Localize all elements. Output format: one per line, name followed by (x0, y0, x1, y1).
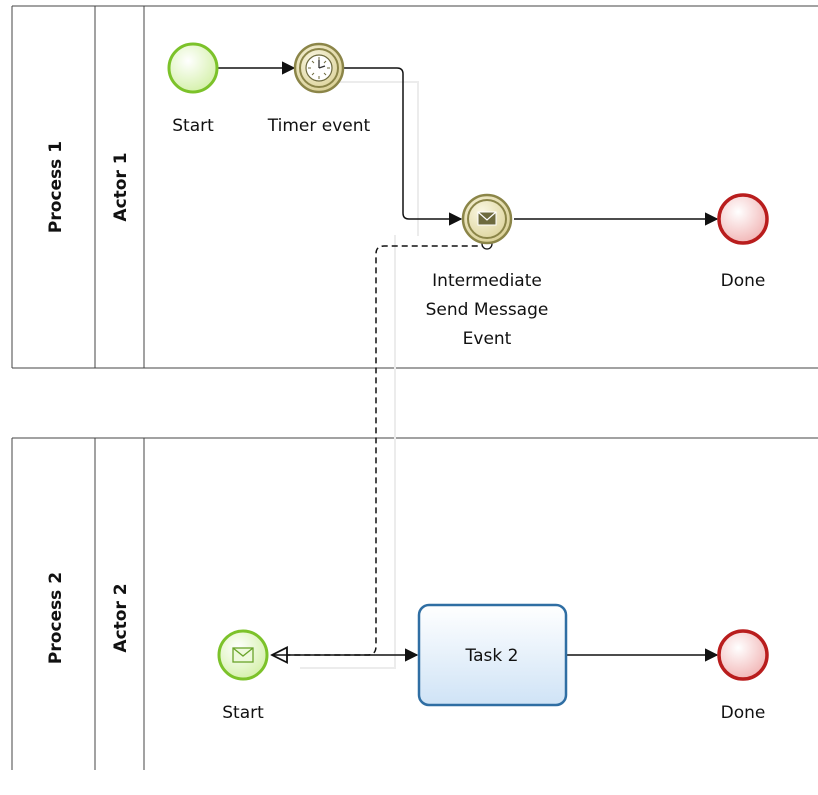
intermediate-send-message-event[interactable] (461, 193, 513, 245)
connector-shadow (300, 235, 396, 669)
label-start-process-1: Start (172, 116, 214, 136)
connector-shadow (330, 81, 419, 236)
envelope-icon (477, 211, 497, 226)
label-done-process-2: Done (721, 703, 766, 723)
label-send-message-line-3: Event (463, 329, 512, 349)
timer-event[interactable] (293, 42, 345, 94)
label-start-process-2: Start (222, 703, 264, 723)
lane-label-actor-1: Actor 1 (111, 152, 131, 221)
label-send-message-line-1: Intermediate (432, 271, 542, 291)
clock-icon (305, 54, 333, 82)
pool-process-2[interactable]: Process 2 Actor 2 (11, 437, 818, 770)
task-2[interactable]: Task 2 (417, 603, 568, 707)
pool-label-process-1: Process 1 (46, 141, 66, 233)
pool-label-process-2: Process 2 (46, 572, 66, 664)
label-timer-event: Timer event (267, 116, 371, 136)
end-event-process-2[interactable] (717, 629, 769, 681)
lane-label-actor-2: Actor 2 (111, 583, 131, 652)
label-done-process-1: Done (721, 271, 766, 291)
task-2-label: Task 2 (465, 646, 519, 666)
envelope-icon (232, 647, 254, 663)
end-event-process-1[interactable] (717, 193, 769, 245)
message-start-event[interactable] (217, 629, 269, 681)
label-send-message-line-2: Send Message (426, 300, 549, 320)
start-event-process-1[interactable] (167, 42, 219, 94)
pool-process-1[interactable]: Process 1 Actor 1 (11, 5, 818, 369)
sequence-flow-timer-to-send[interactable] (344, 67, 463, 226)
